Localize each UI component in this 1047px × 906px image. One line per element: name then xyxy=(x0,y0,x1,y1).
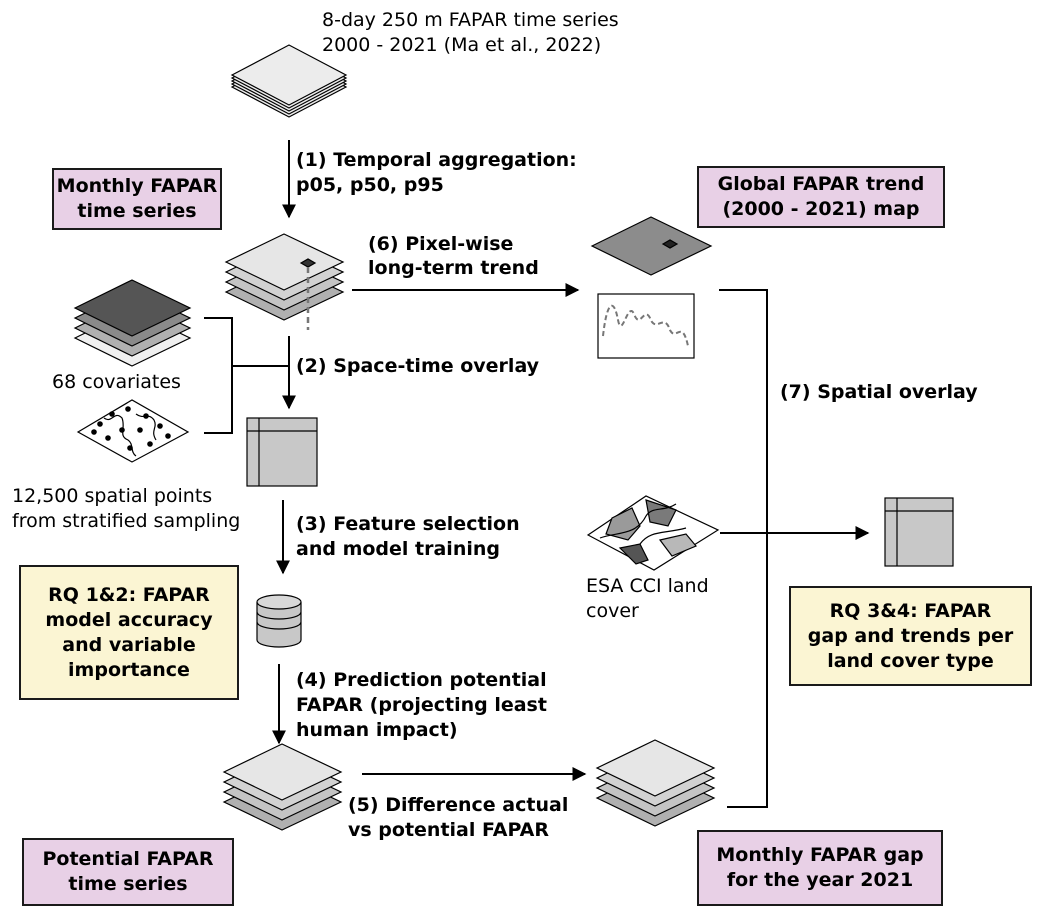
fapar-gap-stack-icon xyxy=(595,739,716,827)
rq12-box: RQ 1&2: FAPAR model accuracy and variabl… xyxy=(19,565,239,700)
points-label-line1: 12,500 spatial points xyxy=(12,485,213,507)
step4-label-line1: (4) Prediction potential xyxy=(296,669,547,691)
potential-fapar-box-line2: time series xyxy=(68,873,188,895)
regression-matrix-icon xyxy=(246,417,318,487)
esa-label-line2: cover xyxy=(586,600,639,622)
potential-fapar-stack-icon xyxy=(222,743,343,831)
rq12-box-line2: model accuracy xyxy=(45,608,213,631)
covariates-label: 68 covariates xyxy=(52,371,181,393)
sampling-points-map-icon xyxy=(76,399,190,463)
rq34-box-line2: gap and trends per xyxy=(807,624,1014,647)
points-label-line2: from stratified sampling xyxy=(12,510,241,532)
monthly-gap-box: Monthly FAPAR gap for the year 2021 xyxy=(697,830,943,906)
input-title-line2: 2000 - 2021 (Ma et al., 2022) xyxy=(322,34,602,56)
rq12-box-line4: importance xyxy=(68,658,190,681)
rq34-box-line3: land cover type xyxy=(827,649,994,672)
monthly-fapar-stack-icon xyxy=(224,233,345,321)
step7-label: (7) Spatial overlay xyxy=(780,381,978,403)
esa-label-line1: ESA CCI land xyxy=(586,575,709,597)
global-trend-box: Global FAPAR trend (2000 - 2021) map xyxy=(697,166,945,228)
monthly-gap-box-line1: Monthly FAPAR gap xyxy=(716,844,924,866)
covariates-stack-icon xyxy=(73,279,192,367)
output-matrix-icon xyxy=(884,497,954,567)
step6-label-line2: long-term trend xyxy=(368,257,539,279)
step3-label-line1: (3) Feature selection xyxy=(296,513,520,535)
land-cover-map-icon xyxy=(586,495,720,571)
potential-fapar-box-line1: Potential FAPAR xyxy=(42,848,214,870)
overlay-bracket xyxy=(204,317,289,434)
step6-label-line1: (6) Pixel-wise xyxy=(368,233,514,255)
step5-label-line2: vs potential FAPAR xyxy=(348,819,550,841)
monthly-fapar-box: Monthly FAPAR time series xyxy=(52,168,222,230)
monthly-gap-box-line2: for the year 2021 xyxy=(726,869,914,891)
trend-plot-icon xyxy=(597,293,695,359)
step2-label: (2) Space-time overlay xyxy=(296,355,540,377)
step4-label-line2: FAPAR (projecting least xyxy=(296,694,547,716)
rq34-box-line1: RQ 3&4: FAPAR xyxy=(829,599,992,622)
monthly-fapar-box-line2: time series xyxy=(77,200,197,222)
global-trend-box-line2: (2000 - 2021) map xyxy=(722,198,920,220)
global-trend-box-line1: Global FAPAR trend xyxy=(717,173,925,195)
step3-label-line2: and model training xyxy=(296,538,500,560)
step5-label-line1: (5) Difference actual xyxy=(348,794,569,816)
step1-label-line2: p05, p50, p95 xyxy=(296,174,444,196)
model-database-icon xyxy=(256,594,302,648)
potential-fapar-box: Potential FAPAR time series xyxy=(22,838,234,906)
input-title-line1: 8-day 250 m FAPAR time series xyxy=(322,9,619,31)
input-fapar-stack-icon xyxy=(230,44,348,118)
step1-label-line1: (1) Temporal aggregation: xyxy=(296,149,577,171)
trend-map-icon xyxy=(590,216,713,276)
spatial-overlay-bracket xyxy=(719,289,768,808)
rq34-box: RQ 3&4: FAPAR gap and trends per land co… xyxy=(789,586,1032,686)
step4-label-line3: human impact) xyxy=(296,719,458,741)
monthly-fapar-box-line1: Monthly FAPAR xyxy=(56,175,218,197)
rq12-box-line3: and variable xyxy=(62,633,196,656)
rq12-box-line1: RQ 1&2: FAPAR xyxy=(48,583,210,606)
